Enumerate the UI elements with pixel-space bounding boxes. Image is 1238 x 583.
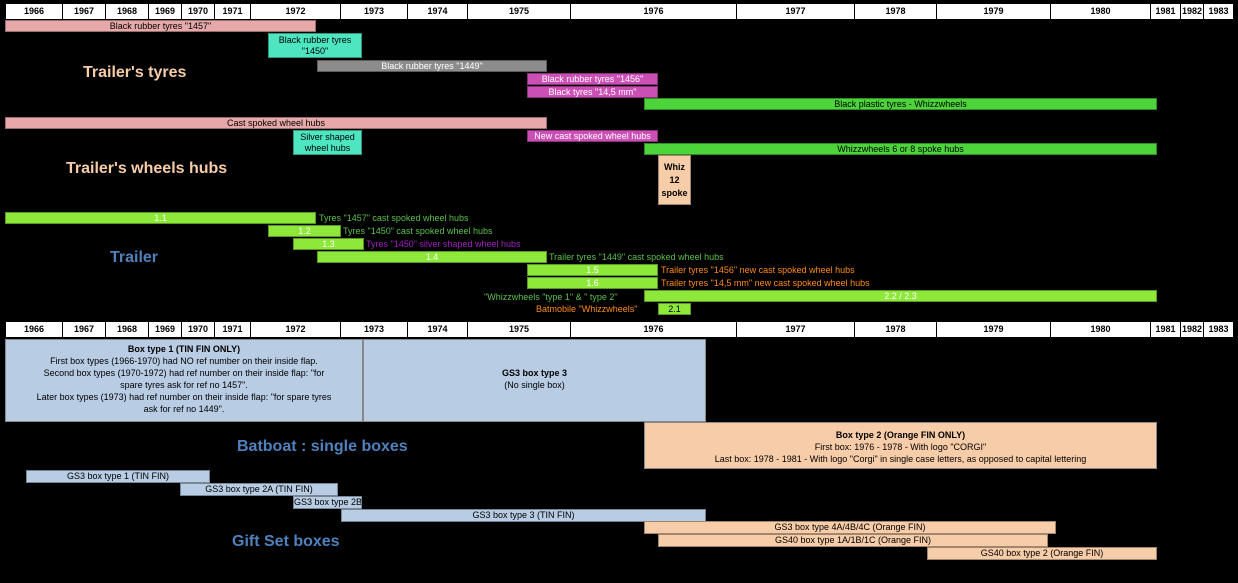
year-label: 1974 — [407, 322, 467, 337]
year-label: 1982 — [1180, 322, 1203, 337]
year-label: 1977 — [736, 322, 854, 337]
year-label: 1969 — [148, 4, 181, 19]
year-label: 1966 — [5, 4, 62, 19]
batboat-box-type-1: Box type 1 (TIN FIN ONLY) First box type… — [5, 339, 363, 422]
year-label: 1980 — [1050, 4, 1150, 19]
trailer-version-bar: 2.2 / 2.3 — [644, 290, 1157, 302]
year-label: 1976 — [570, 4, 736, 19]
year-label: 1983 — [1203, 322, 1233, 337]
hubs-silver-bar: Silver shaped wheel hubs — [293, 130, 362, 155]
section-title-trailers-hubs: Trailer's wheels hubs — [66, 160, 228, 177]
year-label: 1972 — [250, 4, 340, 19]
year-label: 1974 — [407, 4, 467, 19]
year-label: 1966 — [5, 322, 62, 337]
box2-line: First box: 1976 - 1978 - With logo "CORG… — [814, 442, 987, 452]
trailer-version-bar: 1.6 — [527, 277, 658, 289]
year-label: 1968 — [105, 4, 148, 19]
box1-title: Box type 1 (TIN FIN ONLY) — [127, 344, 241, 354]
trailer-version-desc: Trailer tyres "1449" cast spoked wheel h… — [549, 252, 724, 262]
year-label: 1968 — [105, 322, 148, 337]
hubs-cast-bar: Cast spoked wheel hubs — [5, 117, 547, 129]
box2-line: Last box: 1978 - 1981 - With logo "Corgi… — [714, 454, 1087, 464]
hubs-newcast-bar: New cast spoked wheel hubs — [527, 130, 658, 142]
trailer-version-bar: 1.1 — [5, 212, 316, 224]
box2-title: Box type 2 (Orange FIN ONLY) — [835, 430, 966, 440]
trailer-version-desc: Trailer tyres "1456" new cast spoked whe… — [661, 265, 855, 275]
year-label: 1971 — [214, 4, 250, 19]
year-label: 1980 — [1050, 322, 1150, 337]
tyres-1450-bar: Black rubber tyres "1450" — [268, 33, 362, 58]
trailer-version-bar: 1.3 — [293, 238, 364, 250]
trailer-version-desc: Batmobile "Whizzwheels" — [536, 304, 638, 314]
year-label: 1982 — [1180, 4, 1203, 19]
tyres-1456-bar: Black rubber tyres "1456" — [527, 73, 658, 85]
hubs-whiz12-line2: 12 — [669, 174, 680, 185]
hubs-silver-line1: Silver shaped — [300, 131, 355, 142]
year-label: 1977 — [736, 4, 854, 19]
section-title-trailers-tyres: Trailer's tyres — [83, 64, 187, 81]
box1-line: Second box types (1970-1972) had ref num… — [43, 368, 325, 378]
year-axis-bottom: 1966 1967 1968 1969 1970 1971 1972 1973 … — [5, 322, 1233, 337]
batboat-gs3-box-type-3: GS3 box type 3 (No single box) — [363, 339, 706, 422]
year-label: 1970 — [181, 4, 214, 19]
section-title-giftset: Gift Set boxes — [232, 533, 340, 550]
trailer-version-bar: 1.2 — [268, 225, 341, 237]
tyres-145mm-bar: Black tyres "14,5 mm" — [527, 86, 658, 98]
year-label: 1981 — [1150, 4, 1180, 19]
year-label: 1976 — [570, 322, 736, 337]
year-label: 1967 — [62, 322, 105, 337]
hubs-whiz12-line1: Whiz — [664, 161, 685, 172]
year-label: 1973 — [340, 4, 407, 19]
year-label: 1971 — [214, 322, 250, 337]
hubs-silver-line2: wheel hubs — [304, 142, 351, 153]
section-title-batboat: Batboat : single boxes — [237, 438, 408, 455]
year-label: 1981 — [1150, 322, 1180, 337]
batboat-box-type-2: Box type 2 (Orange FIN ONLY) First box: … — [644, 422, 1157, 469]
gs3-box3-sub: (No single box) — [504, 380, 565, 390]
box1-line: ask for ref no 1449". — [143, 404, 225, 414]
year-label: 1979 — [936, 4, 1050, 19]
tyres-1450-line2: "1450" — [301, 45, 329, 56]
giftset-gs3-type2b-bar: GS3 box type 2B — [293, 496, 362, 509]
trailer-version-bar: 2.1 — [658, 303, 691, 315]
gs3-box3-title: GS3 box type 3 — [501, 368, 568, 378]
year-label: 1975 — [467, 4, 570, 19]
tyres-whizzwheels-bar: Black plastic tyres - Whizzwheels — [644, 98, 1157, 110]
trailer-version-desc: Tyres "1450" silver shaped wheel hubs — [366, 239, 521, 249]
year-label: 1978 — [854, 4, 936, 19]
year-label: 1978 — [854, 322, 936, 337]
box1-line: First box types (1966-1970) had NO ref n… — [50, 356, 318, 366]
tyres-1450-line1: Black rubber tyres — [278, 34, 352, 45]
section-title-trailer: Trailer — [110, 249, 159, 266]
year-label: 1969 — [148, 322, 181, 337]
trailer-version-bar: 1.5 — [527, 264, 658, 276]
year-label: 1983 — [1203, 4, 1233, 19]
giftset-gs40-type2-bar: GS40 box type 2 (Orange FIN) — [927, 547, 1157, 560]
box1-line: spare tyres ask for ref no 1457". — [120, 380, 248, 390]
giftset-gs3-type3-bar: GS3 box type 3 (TIN FIN) — [341, 509, 706, 522]
year-label: 1972 — [250, 322, 340, 337]
year-label: 1975 — [467, 322, 570, 337]
year-label: 1970 — [181, 322, 214, 337]
year-label: 1967 — [62, 4, 105, 19]
giftset-gs3-type4-bar: GS3 box type 4A/4B/4C (Orange FIN) — [644, 521, 1056, 534]
year-label: 1979 — [936, 322, 1050, 337]
tyres-1449-bar: Black rubber tyres "1449" — [317, 60, 547, 72]
trailer-version-desc: Trailer tyres "14,5 mm" new cast spoked … — [661, 278, 870, 288]
giftset-gs3-type2a-bar: GS3 box type 2A (TIN FIN) — [180, 483, 338, 496]
hubs-whizz68-bar: Whizzwheels 6 or 8 spoke hubs — [644, 143, 1157, 155]
hubs-whiz12-bar: Whiz 12 spoke — [658, 155, 691, 205]
year-axis-top: 1966 1967 1968 1969 1970 1971 1972 1973 … — [5, 4, 1233, 19]
hubs-whiz12-line3: spoke — [661, 187, 688, 198]
tyres-1457-bar: Black rubber tyres "1457" — [5, 20, 316, 32]
trailer-version-desc: Tyres "1457" cast spoked wheel hubs — [319, 213, 469, 223]
trailer-version-desc: "Whizzwheels "type 1" & " type 2" — [484, 292, 618, 302]
trailer-version-desc: Tyres "1450" cast spoked wheel hubs — [343, 226, 493, 236]
trailer-version-bar: 1.4 — [317, 251, 547, 263]
giftset-gs40-type1-bar: GS40 box type 1A/1B/1C (Orange FIN) — [658, 534, 1048, 547]
box1-line: Later box types (1973) had ref number on… — [36, 392, 332, 402]
giftset-gs3-type1-bar: GS3 box type 1 (TIN FIN) — [26, 470, 210, 483]
year-label: 1973 — [340, 322, 407, 337]
